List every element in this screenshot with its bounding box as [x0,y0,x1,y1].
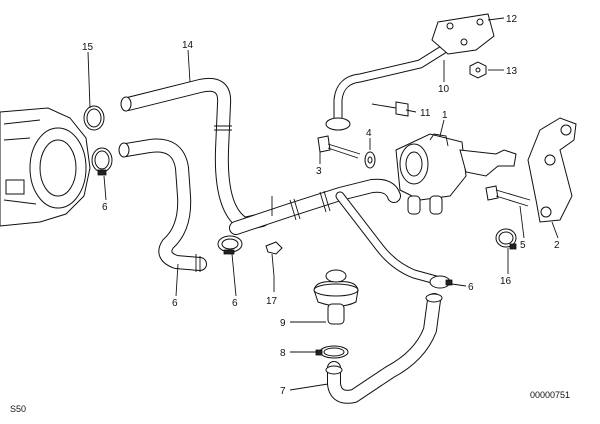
callout-13: 13 [506,66,518,77]
housing-9 [313,269,359,325]
nut-13 [469,61,487,79]
callout-6-right: 6 [468,282,474,293]
callout-12: 12 [506,14,518,25]
callout-labels: 15 14 12 13 10 11 1 4 3 6 6 6 2 5 16 17 … [82,14,560,397]
clamp-6-right [429,275,453,289]
callout-7: 7 [280,386,286,397]
clamp-6-upper [91,147,113,176]
bolt-5 [485,185,531,207]
callout-3: 3 [316,166,322,177]
callout-6-left: 6 [172,298,178,309]
leader-lines [87,17,559,391]
clamp-6-middle [217,235,243,255]
engine-block [0,107,91,227]
bracket-2 [527,117,577,223]
callout-16: 16 [500,276,512,287]
callout-5: 5 [520,240,526,251]
callout-1: 1 [442,110,448,121]
pipe-center [229,178,401,235]
bolt-3 [317,135,361,159]
bolt-11 [371,101,409,117]
callout-14: 14 [182,40,194,51]
hose-6-left [118,138,207,272]
valve-1 [395,133,517,215]
callout-11: 11 [420,108,431,119]
callout-9: 9 [280,318,286,329]
hose-7 [325,293,443,404]
callout-6-upper: 6 [102,202,108,213]
hose-6-right [335,191,441,285]
callout-4: 4 [366,128,372,139]
callout-6-middle: 6 [232,298,238,309]
reference-code: 00000751 [530,390,570,400]
callout-17: 17 [266,296,278,307]
callout-10: 10 [438,84,450,95]
screw-17 [265,241,283,277]
washer-4 [364,151,376,169]
clamp-8 [315,345,349,359]
clamp-15 [83,105,105,131]
hose-14 [120,77,269,231]
callout-15: 15 [82,42,94,53]
pipe-10 [325,13,495,131]
clamp-16 [495,228,517,250]
corner-label: S50 [10,404,26,414]
callout-2: 2 [554,240,560,251]
callout-8: 8 [280,348,286,359]
